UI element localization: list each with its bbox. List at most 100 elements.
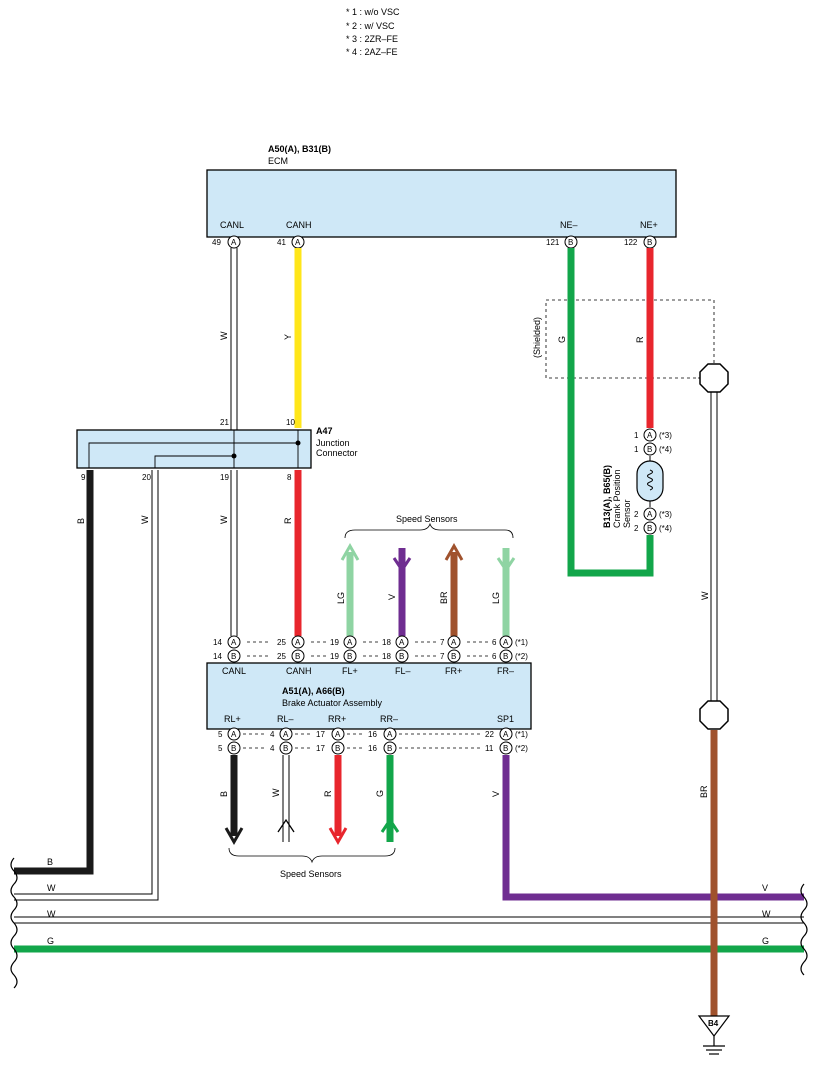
svg-text:16: 16 (368, 744, 377, 753)
svg-text:A: A (503, 730, 509, 739)
junction-id: A47 (316, 426, 333, 436)
svg-text:A: A (399, 638, 405, 647)
svg-text:B: B (647, 524, 652, 533)
svg-text:B: B (231, 652, 236, 661)
speed-sensors-top-brace (344, 522, 514, 539)
svg-text:2: 2 (634, 510, 639, 519)
junction-node (295, 440, 301, 446)
svg-text:A: A (231, 638, 237, 647)
svg-text:(*1): (*1) (515, 638, 528, 647)
ground-label: B4 (708, 1019, 719, 1028)
svg-text:A: A (451, 638, 457, 647)
wire-label-rl-minus: W (271, 788, 281, 797)
svg-text:(*2): (*2) (515, 652, 528, 661)
wire-label-j20: W (140, 515, 150, 524)
wire-rr-minus-arrow (380, 817, 400, 833)
brake-term-rl-minus: RL– (277, 714, 294, 724)
brake-box (206, 662, 532, 730)
ecm-pin-num: 122 (624, 238, 638, 247)
svg-text:B: B (503, 744, 508, 753)
wire-rl-minus-arrow (277, 818, 295, 833)
wire-fr-minus-arrow (496, 557, 516, 573)
bus-label-b: B (47, 857, 53, 867)
svg-text:4: 4 (270, 744, 275, 753)
wire-j20 (14, 470, 159, 901)
svg-text:(*1): (*1) (515, 730, 528, 739)
ecm-term-canh: CANH (286, 220, 312, 230)
ecm-term-ne-plus: NE+ (640, 220, 658, 230)
svg-text:6: 6 (492, 638, 497, 647)
junction-internal (88, 430, 299, 468)
svg-text:B: B (647, 445, 652, 454)
svg-text:4: 4 (270, 730, 275, 739)
brake-top-pin-row-b: 14 B 25 B 19 B 18 B 7 B 6 B (*2) (213, 649, 528, 663)
wire-label-ne-plus: R (635, 336, 645, 343)
break-marks-right (800, 883, 808, 976)
svg-text:19: 19 (330, 638, 339, 647)
bus-label-g: G (47, 936, 54, 946)
svg-text:1: 1 (634, 445, 639, 454)
svg-text:(*4): (*4) (659, 524, 672, 533)
svg-text:25: 25 (277, 638, 286, 647)
wire-sp1 (502, 755, 804, 901)
note-4: * 4 : 2AZ–FE (346, 47, 398, 57)
wire-rr-plus-arrow (328, 827, 348, 846)
brake-term-rl-plus: RL+ (224, 714, 241, 724)
svg-text:(*3): (*3) (659, 431, 672, 440)
note-1: * 1 : w/o VSC (346, 7, 400, 17)
wire-label-ground-br: BR (699, 785, 709, 798)
svg-text:B: B (387, 744, 392, 753)
shield-box (545, 299, 715, 379)
brake-term-fl-plus: FL+ (342, 666, 358, 676)
ground-icon (703, 1036, 725, 1055)
wire-label-ne-minus: G (557, 336, 567, 343)
svg-text:A: A (335, 730, 341, 739)
svg-text:B: B (335, 744, 340, 753)
svg-text:7: 7 (440, 638, 445, 647)
brake-bottom-pin-row-b: 5 B 4 B 17 B 16 B 11 B (*2) (218, 741, 528, 755)
svg-text:(*2): (*2) (515, 744, 528, 753)
wire-rl-minus (282, 755, 290, 842)
junction-node (231, 453, 237, 459)
crank-sensor-body (636, 460, 664, 502)
brake-term-rr-minus: RR– (380, 714, 398, 724)
svg-text:B: B (503, 652, 508, 661)
ecm-pin-num: 121 (546, 238, 560, 247)
ecm-pin-conn: A (295, 238, 301, 247)
svg-text:A: A (283, 730, 289, 739)
junction-box (76, 429, 312, 469)
junction-pin-9: 9 (81, 473, 86, 482)
wire-label-canl: W (219, 331, 229, 340)
ground-tab (697, 1015, 731, 1037)
wire-label-fr-plus: BR (439, 591, 449, 604)
junction-pin-21: 21 (220, 418, 229, 427)
wire-label-fl-plus: LG (336, 592, 346, 604)
svg-text:22: 22 (485, 730, 494, 739)
brake-name: Brake Actuator Assembly (282, 698, 383, 708)
wire-label-shield-w: W (700, 591, 710, 600)
wire-label-rr-minus: G (375, 790, 385, 797)
note-3: * 3 : 2ZR–FE (346, 34, 398, 44)
junction-name-2: Connector (316, 448, 358, 458)
junction-pin-20: 20 (142, 473, 151, 482)
svg-text:A: A (503, 638, 509, 647)
svg-text:B: B (347, 652, 352, 661)
wire-label-rl-plus: B (219, 791, 229, 797)
wire-canl (230, 248, 238, 430)
brake-term-fr-plus: FR+ (445, 666, 462, 676)
wire-fl-minus-arrow (392, 557, 412, 573)
ecm-id: A50(A), B31(B) (268, 144, 331, 154)
brake-id: A51(A), A66(B) (282, 686, 345, 696)
svg-text:A: A (231, 730, 237, 739)
svg-text:A: A (295, 638, 301, 647)
ecm-term-ne-minus: NE– (560, 220, 578, 230)
brake-term-sp1: SP1 (497, 714, 514, 724)
ecm-pin-conn: B (568, 238, 573, 247)
brake-top-pin-row-a: 14 A 25 A 19 A 18 A 7 A 6 A (*1) (213, 635, 528, 649)
ecm-pin-circle (227, 235, 241, 249)
wire-fl-plus-arrow (340, 542, 360, 561)
wire-label-j8: R (283, 517, 293, 524)
svg-text:25: 25 (277, 652, 286, 661)
bus-label-g-right: G (762, 936, 769, 946)
wire-label-fl-minus: V (387, 594, 397, 600)
